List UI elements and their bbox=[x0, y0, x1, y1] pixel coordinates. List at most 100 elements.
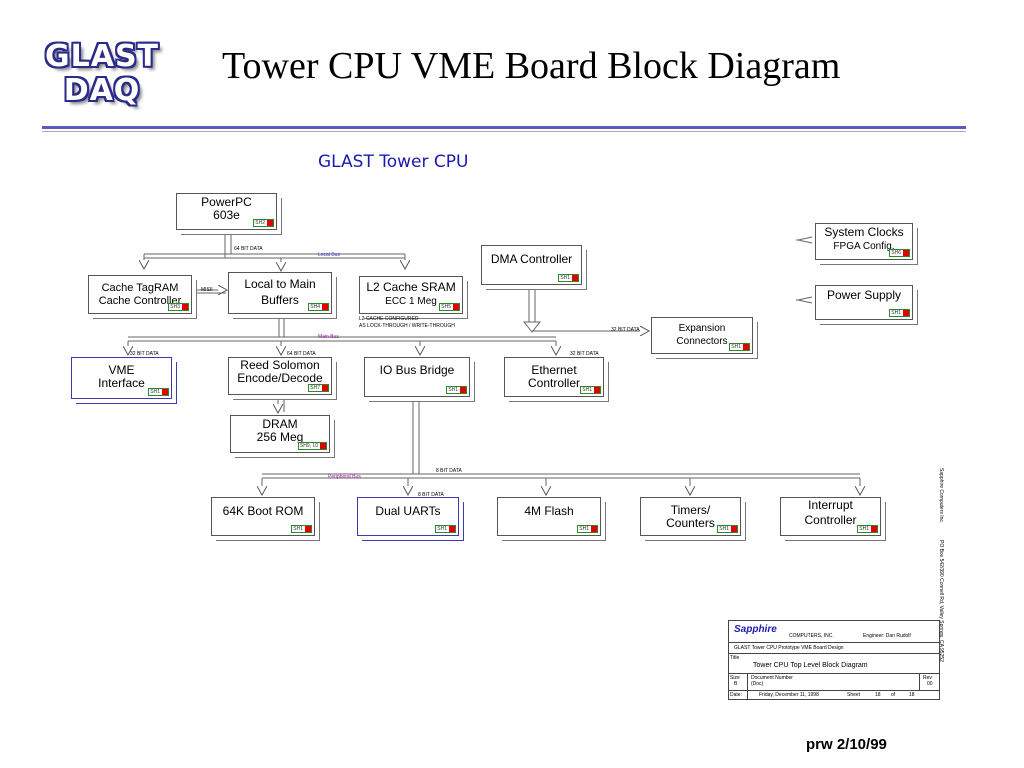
docnum-value: (Doc) bbox=[751, 681, 764, 687]
fpga-config-label: FPGA Config. bbox=[833, 241, 895, 252]
bus-label-8bit-uart: 8 BIT DATA bbox=[418, 492, 444, 498]
cache-controller-label: Cache Controller bbox=[98, 295, 182, 307]
sheet-ref: SH1 bbox=[558, 274, 579, 282]
system-clocks-label: System Clocks bbox=[824, 225, 904, 239]
boot-rom-label: 64K Boot ROM bbox=[222, 504, 304, 518]
bus-label-64bit-top: 64 BIT DATA bbox=[234, 246, 263, 252]
page-title: Tower CPU VME Board Block Diagram bbox=[222, 45, 841, 87]
power-supply-block: Power Supply SH1 bbox=[815, 285, 913, 320]
dual-uarts-block: Dual UARTs SH1 bbox=[357, 497, 459, 536]
powerpc-603e-block: PowerPC 603e SH2 bbox=[176, 193, 277, 230]
interface-label: Interface bbox=[98, 376, 145, 390]
sheet-ref: SH1 bbox=[717, 525, 738, 533]
timers-label: Timers/ bbox=[670, 503, 711, 517]
local-to-main-buffers-block: Local to Main Buffers SH4 bbox=[228, 272, 332, 314]
io-bus-bridge-label: IO Bus Bridge bbox=[379, 363, 455, 377]
timers-counters-block: Timers/ Counters SH1 bbox=[640, 497, 741, 536]
side-company-text: Sapphire Computers Inc. bbox=[938, 468, 944, 524]
interrupt-label: Interrupt bbox=[808, 498, 853, 512]
io-bus-bridge-block: IO Bus Bridge SH1 bbox=[364, 357, 470, 397]
of-label: of bbox=[891, 692, 896, 698]
bus-label-64bit-reed: 64 BIT DATA bbox=[287, 351, 316, 357]
sheet-value: 18 bbox=[875, 692, 881, 698]
engineer-name: Engineer: Dan Rudolf bbox=[863, 633, 911, 639]
dual-uarts-label: Dual UARTs bbox=[375, 504, 441, 518]
local-bus-label: Local Bus bbox=[318, 252, 340, 258]
sheet-ref: SH1 bbox=[577, 525, 598, 533]
rev-value: 00 bbox=[927, 681, 933, 687]
interrupt-controller-label: Controller bbox=[804, 513, 857, 527]
reed-solomon-label: Reed Solomon bbox=[240, 358, 320, 372]
flash-label: 4M Flash bbox=[524, 504, 574, 518]
ecc-label: ECC 1 Meg bbox=[385, 296, 437, 307]
dram-block: DRAM 256 Meg SH9, 10 bbox=[230, 415, 330, 453]
date-value: Friday, December 11, 1998 bbox=[759, 692, 819, 698]
date-label: Date: bbox=[730, 692, 742, 698]
sheet-ref: SH1 bbox=[446, 386, 467, 394]
reed-solomon-block: Reed Solomon Encode/Decode SH7 bbox=[228, 357, 332, 395]
size-value: B bbox=[734, 681, 738, 687]
sapphire-logo: Sapphire bbox=[734, 624, 777, 635]
main-bus-label: Main Bus bbox=[318, 334, 339, 340]
powerpc-model: 603e bbox=[213, 208, 240, 222]
bus-label-32bit-vme: 32 BIT DATA bbox=[130, 351, 159, 357]
logo-line-1: GLAST bbox=[44, 39, 160, 74]
sheet-label: Sheet bbox=[847, 692, 861, 698]
power-supply-label: Power Supply bbox=[826, 288, 902, 302]
sheet-ref: SH5 bbox=[439, 303, 460, 311]
sheet-ref: SH1 bbox=[857, 525, 878, 533]
footer-note: prw 2/10/99 bbox=[806, 736, 887, 753]
bus-label-32bit-ethernet: 32 BIT DATA bbox=[570, 351, 599, 357]
vme-interface-block: VME Interface SH1 bbox=[71, 357, 172, 399]
counters-label: Counters bbox=[666, 516, 715, 530]
dram-label: DRAM bbox=[262, 417, 298, 431]
vme-label: VME bbox=[108, 363, 135, 377]
sheet-ref: SH1 bbox=[291, 525, 312, 533]
misii-label: MISII bbox=[201, 287, 213, 293]
drawing-title: Tower CPU Top Level Block Diagram bbox=[753, 662, 868, 669]
dma-label: DMA Controller bbox=[490, 252, 573, 266]
sheet-ref: SH7 bbox=[308, 384, 329, 392]
project-name: GLAST Tower CPU Prototype VME Board Desi… bbox=[734, 645, 844, 651]
glast-daq-logo: GLAST DAQ bbox=[42, 40, 162, 108]
cache-tagram-label: Cache TagRAM bbox=[101, 282, 179, 294]
l2-cache-sram-block: L2 Cache SRAM ECC 1 Meg SH5 bbox=[359, 276, 463, 314]
title-rule-thin bbox=[42, 131, 966, 132]
sheet-ref: SH2 bbox=[253, 219, 274, 227]
ethernet-controller-block: Ethernet Controller SH1 bbox=[504, 357, 604, 397]
company-name: COMPUTERS, INC. bbox=[789, 633, 834, 639]
diagram-subtitle: GLAST Tower CPU bbox=[318, 152, 469, 172]
bus-label-32bit-expansion: 32 BIT DATA bbox=[611, 327, 640, 333]
local-to-main-label: Local to Main bbox=[244, 277, 316, 291]
powerpc-label: PowerPC bbox=[201, 195, 252, 209]
l2-cache-label: L2 Cache SRAM bbox=[366, 280, 456, 294]
sheet-ref: SH4 bbox=[308, 303, 329, 311]
bus-label-8bit: 8 BIT DATA bbox=[436, 468, 462, 474]
expansion-label: Expansion Connectors bbox=[676, 323, 728, 347]
title-label: Title bbox=[730, 655, 740, 661]
title-rule bbox=[42, 126, 966, 129]
peripheral-bus-label: Peripheral Bus bbox=[328, 474, 361, 480]
dma-controller-block: DMA Controller SH1 bbox=[481, 245, 582, 285]
sheet-ref: SH1 bbox=[889, 309, 910, 317]
sheet-ref: SH9, 10 bbox=[297, 442, 327, 450]
rev-label: Rev bbox=[923, 675, 932, 681]
sheet-ref: SH1 bbox=[435, 525, 456, 533]
of-value: 18 bbox=[909, 692, 915, 698]
title-block: Sapphire COMPUTERS, INC. Engineer: Dan R… bbox=[728, 620, 940, 700]
interrupt-controller-block: Interrupt Controller SH1 bbox=[780, 497, 881, 536]
boot-rom-block: 64K Boot ROM SH1 bbox=[211, 497, 315, 536]
expansion-connectors-block: Expansion Connectors SH1 bbox=[651, 317, 753, 354]
flash-block: 4M Flash SH1 bbox=[497, 497, 601, 536]
sheet-ref: SH6 bbox=[889, 249, 910, 257]
system-clocks-block: System Clocks FPGA Config. SH6 bbox=[815, 223, 913, 260]
controller-label: Controller bbox=[527, 376, 581, 390]
dram-size-label: 256 Meg bbox=[256, 430, 304, 444]
docnum-label: Document Number bbox=[751, 675, 793, 681]
size-label: Size bbox=[730, 675, 740, 681]
encode-decode-label: Encode/Decode bbox=[237, 371, 323, 385]
l2-note-line2: AS LOCK-THROUGH / WRITE-THROUGH bbox=[359, 323, 455, 329]
sheet-ref: SH1 bbox=[729, 343, 750, 351]
sheet-ref: SH3 bbox=[168, 303, 189, 311]
